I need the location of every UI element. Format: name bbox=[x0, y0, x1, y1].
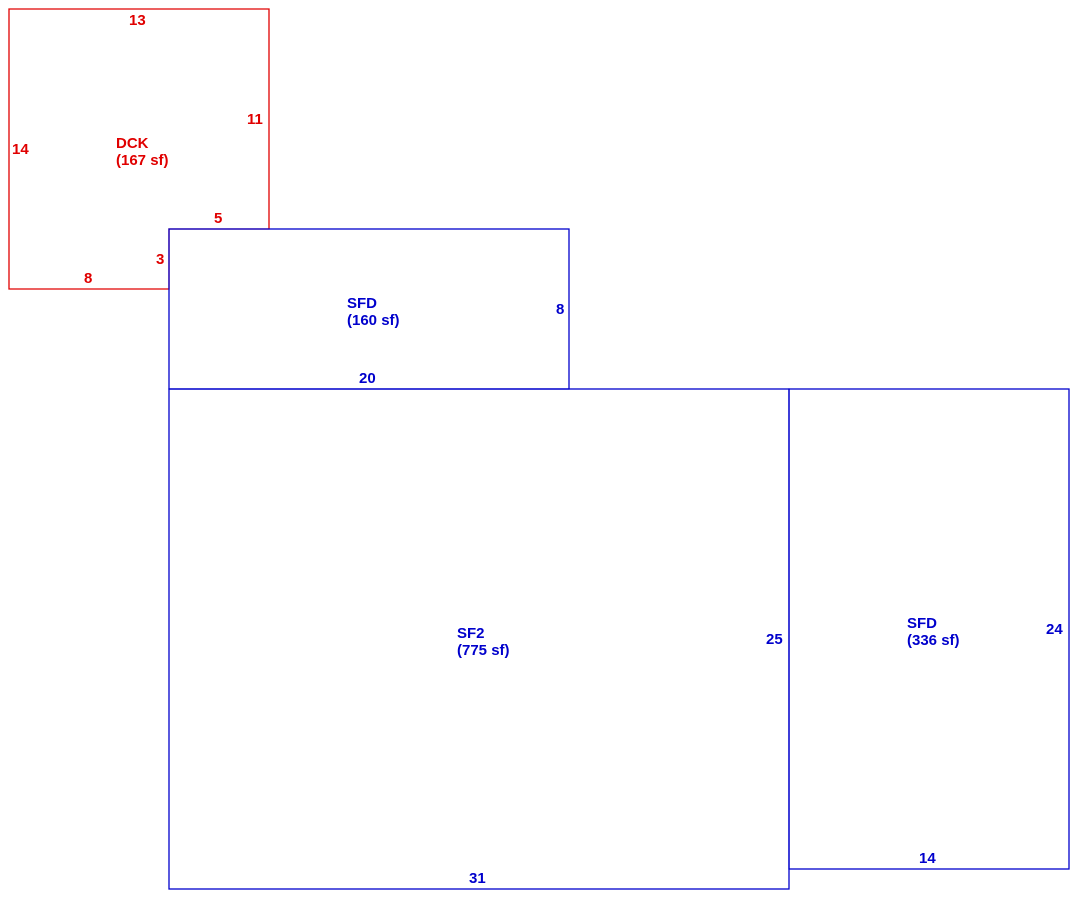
dck-area-name: DCK bbox=[116, 135, 149, 152]
dck-dimension-right: 11 bbox=[247, 111, 263, 128]
dck-dimension-left: 14 bbox=[12, 141, 29, 158]
sfd-small-area-name: SFD bbox=[347, 295, 377, 312]
sfd-large-area-name: SFD bbox=[907, 615, 937, 632]
sfd-large-outline bbox=[788, 388, 1070, 870]
dck-dimension-bottom: 8 bbox=[84, 270, 92, 287]
sfd-small-area-size: (160 sf) bbox=[347, 312, 400, 329]
sf2-dimension-right: 25 bbox=[766, 631, 783, 648]
sfd-small-dimension-right: 8 bbox=[556, 301, 564, 318]
sfd-large-dimension-bottom: 14 bbox=[919, 850, 936, 867]
dck-area-size: (167 sf) bbox=[116, 152, 169, 169]
dck-dimension-top: 13 bbox=[129, 12, 146, 29]
dck-dimension-notch-top: 5 bbox=[214, 210, 222, 227]
dck-dimension-notch-side: 3 bbox=[156, 251, 164, 268]
sfd-large-dimension-right: 24 bbox=[1046, 621, 1063, 638]
sf2-area-size: (775 sf) bbox=[457, 642, 510, 659]
sfd-small-dimension-bottom: 20 bbox=[359, 370, 376, 387]
sf2-dimension-bottom: 31 bbox=[469, 870, 486, 887]
sfd-large-area-size: (336 sf) bbox=[907, 632, 960, 649]
sf2-area-name: SF2 bbox=[457, 625, 485, 642]
